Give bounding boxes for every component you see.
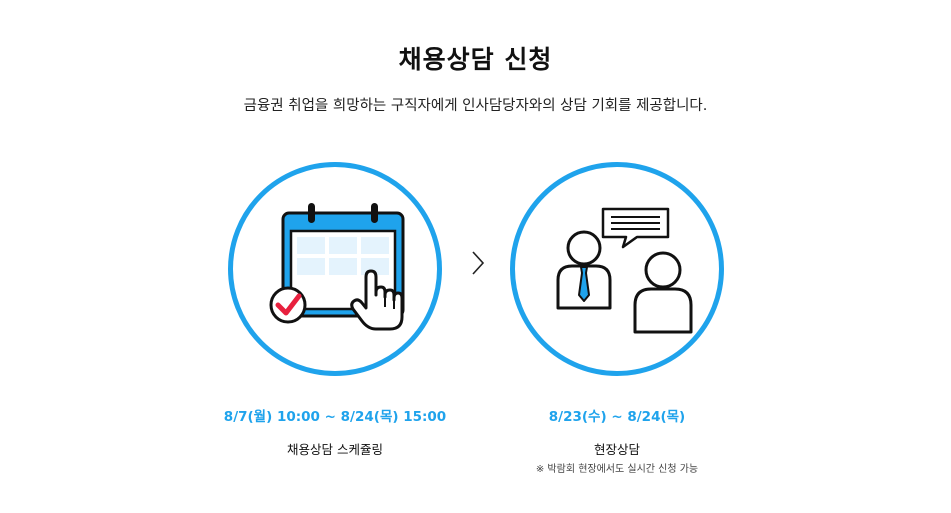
step-2-note: ※ 박람회 현장에서도 실시간 신청 가능 [535, 464, 699, 475]
step-1-circle [228, 162, 442, 376]
step-1-date: 8/7(월) 10:00 ~ 8/24(목) 15:00 [223, 409, 447, 425]
page-subtitle: 금융권 취업을 희망하는 구직자에게 인사담당자와의 상담 기회를 제공합니다. [243, 98, 708, 114]
step-2-label: 현장상담 [593, 442, 640, 457]
consultation-people-icon [556, 207, 693, 334]
calendar-scheduling-icon [269, 203, 405, 331]
step-2-circle [510, 162, 724, 376]
step-1-label: 채용상담 스케쥴링 [287, 442, 383, 457]
step-2-date: 8/23(수) ~ 8/24(목) [548, 409, 686, 425]
page-title: 채용상담 신청 [398, 45, 553, 74]
chevron-right-icon [472, 251, 485, 275]
